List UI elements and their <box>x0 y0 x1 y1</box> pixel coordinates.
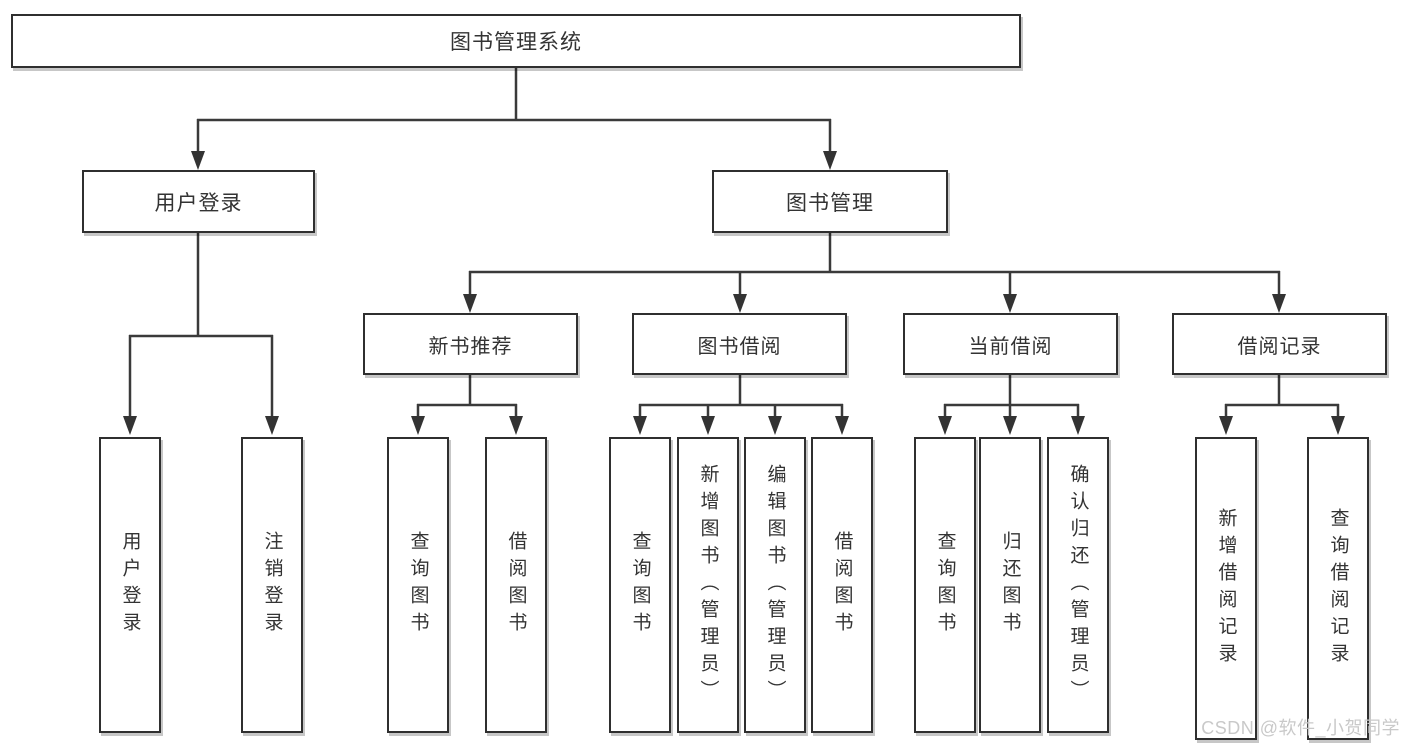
leaf-label: 查询图书 <box>629 531 651 639</box>
leaf-logout: 注销登录 <box>241 437 303 733</box>
arrowhead-icons <box>123 151 1345 435</box>
leaf-label: 查询借阅记录 <box>1327 507 1349 670</box>
node-book-borrowing: 图书借阅 <box>632 313 847 375</box>
leaf-borrow-books: 借阅图书 <box>811 437 873 733</box>
leaf-label: 用户登录 <box>119 531 141 639</box>
leaf-label: 查询图书 <box>407 531 429 639</box>
node-user-login: 用户登录 <box>82 170 315 233</box>
leaf-label: 新增借阅记录 <box>1215 507 1237 670</box>
node-new-book-recommendation: 新书推荐 <box>363 313 578 375</box>
leaf-label: 新增图书（管理员） <box>697 463 719 707</box>
node-library-management-system: 图书管理系统 <box>11 14 1021 68</box>
leaf-edit-books-admin: 编辑图书（管理员） <box>744 437 806 733</box>
leaf-label: 查询图书 <box>934 531 956 639</box>
node-book-management: 图书管理 <box>712 170 948 233</box>
leaf-label: 注销登录 <box>261 531 283 639</box>
leaf-label: 借阅图书 <box>831 531 853 639</box>
leaf-label: 编辑图书（管理员） <box>764 463 786 707</box>
leaf-query-books-borrow: 查询图书 <box>609 437 671 733</box>
leaf-label: 归还图书 <box>999 531 1021 639</box>
node-borrowing-records: 借阅记录 <box>1172 313 1387 375</box>
csdn-watermark: CSDN @软件_小贺同学 <box>1201 718 1400 738</box>
leaf-query-books-recommend: 查询图书 <box>387 437 449 733</box>
leaf-return-books: 归还图书 <box>979 437 1041 733</box>
leaf-add-books-admin: 新增图书（管理员） <box>677 437 739 733</box>
leaf-user-login: 用户登录 <box>99 437 161 733</box>
leaf-label: 借阅图书 <box>505 531 527 639</box>
leaf-query-books-current: 查询图书 <box>914 437 976 733</box>
leaf-confirm-return-admin: 确认归还（管理员） <box>1047 437 1109 733</box>
node-current-borrowing: 当前借阅 <box>903 313 1118 375</box>
leaf-borrow-books-recommend: 借阅图书 <box>485 437 547 733</box>
leaf-label: 确认归还（管理员） <box>1067 463 1089 707</box>
connector-lines <box>128 68 1340 417</box>
leaf-query-borrow-record: 查询借阅记录 <box>1307 437 1369 740</box>
leaf-add-borrow-record: 新增借阅记录 <box>1195 437 1257 740</box>
